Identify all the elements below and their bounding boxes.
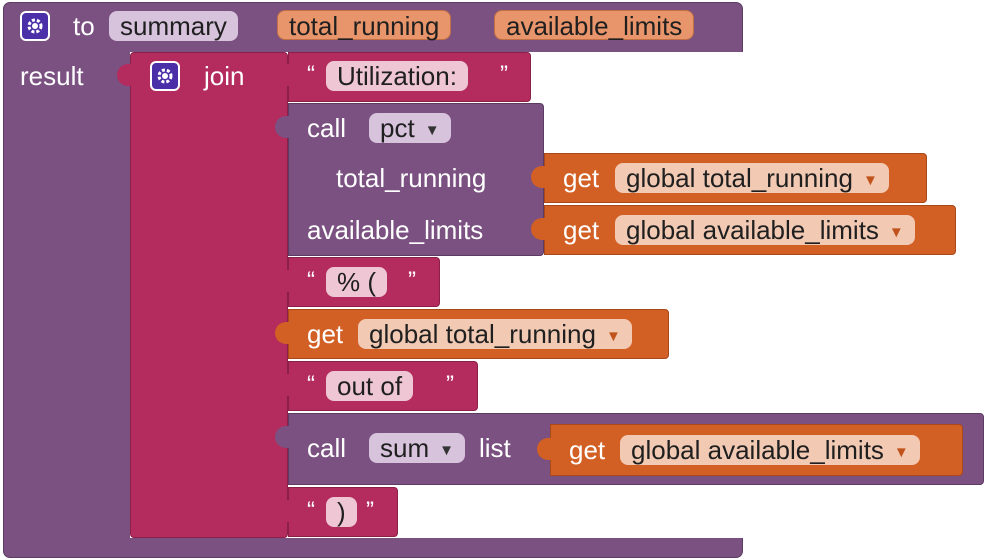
variable-dropdown-total-running[interactable]: global total_running▼ [615, 163, 889, 193]
variable-dropdown-available-limits-2[interactable]: global available_limits▼ [620, 435, 920, 465]
param-total-running[interactable]: total_running [277, 10, 452, 41]
dropdown-arrow-icon: ▼ [424, 122, 440, 139]
close-quote: ” [446, 371, 454, 398]
get-keyword: get [563, 163, 600, 193]
dropdown-arrow-icon: ▼ [893, 444, 909, 461]
open-quote: “ [307, 371, 315, 398]
procedure-dropdown-pct[interactable]: pct▼ [369, 113, 451, 143]
text-field-out-of[interactable]: out of [326, 371, 414, 401]
text-connector [275, 374, 289, 396]
get-keyword: get [569, 435, 606, 465]
dropdown-arrow-icon: ▼ [888, 224, 904, 241]
close-quote: ” [366, 497, 374, 524]
dropdown-arrow-icon: ▼ [605, 328, 621, 345]
get-keyword: get [563, 215, 600, 245]
join-connector [117, 64, 131, 86]
open-quote: “ [307, 497, 315, 524]
get-connector [531, 166, 545, 188]
call-keyword: call [307, 113, 347, 143]
get-connector [537, 438, 551, 460]
text-field-percent[interactable]: % ( [326, 267, 387, 297]
arg-label-available-limits: available_limits [307, 215, 484, 245]
list-label: list [479, 433, 511, 463]
join-label: join [204, 61, 245, 91]
text-field-utilization[interactable]: Utilization: [326, 61, 468, 91]
open-quote: “ [307, 61, 315, 88]
procedure-name-field[interactable]: summary [109, 11, 238, 41]
dropdown-arrow-icon: ▼ [439, 442, 454, 459]
text-connector [275, 64, 289, 86]
dropdown-arrow-icon: ▼ [862, 172, 878, 189]
text-field-close-paren[interactable]: ) [326, 497, 357, 527]
open-quote: “ [307, 267, 315, 294]
gear-icon[interactable] [20, 11, 50, 41]
get-connector [275, 322, 289, 344]
call-connector [275, 426, 289, 448]
join-block[interactable] [130, 52, 288, 538]
variable-dropdown-available-limits[interactable]: global available_limits▼ [615, 215, 915, 245]
variable-dropdown-total-running-2[interactable]: global total_running▼ [358, 319, 632, 349]
close-quote: ” [500, 61, 508, 88]
call-keyword: call [307, 433, 347, 463]
text-connector [275, 500, 289, 522]
call-connector [275, 116, 289, 138]
get-connector [531, 218, 545, 240]
arg-label-total-running: total_running [336, 163, 487, 193]
text-connector [275, 270, 289, 292]
result-label: result [20, 61, 84, 91]
procedure-keyword: to [73, 11, 95, 41]
close-quote: ” [408, 267, 416, 294]
param-available-limits[interactable]: available_limits [494, 10, 695, 41]
procedure-dropdown-sum[interactable]: sum▼ [369, 433, 465, 463]
gear-icon[interactable] [150, 61, 180, 91]
get-keyword: get [307, 319, 344, 349]
